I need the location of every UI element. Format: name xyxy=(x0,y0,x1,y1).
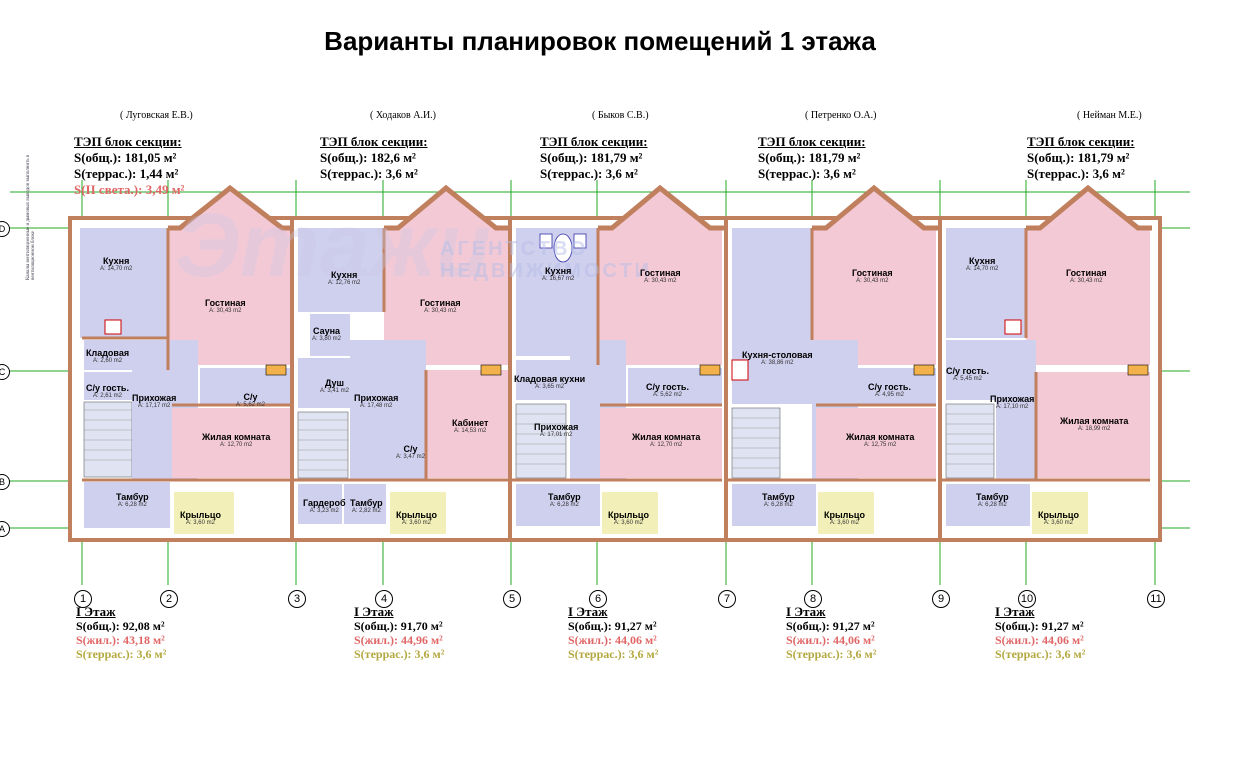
page-title: Варианты планировок помещений 1 этажа xyxy=(324,26,876,56)
section-5-plan xyxy=(938,184,1162,542)
axis-number-5: 5 xyxy=(503,590,521,608)
room-label: С/у гость.A: 4,95 m2 xyxy=(868,382,911,398)
section-4-plan xyxy=(724,184,942,542)
floor-summary-4: I Этаж S(общ.): 91,27 м² S(жил.): 44,06 … xyxy=(786,604,877,662)
axis-number-11: 11 xyxy=(1147,590,1165,608)
section-1-plan xyxy=(68,184,296,542)
floor-summary-3: I Этаж S(общ.): 91,27 м² S(жил.): 44,06 … xyxy=(568,604,659,662)
room-label: С/у гость.A: 2,61 m2 xyxy=(86,383,129,399)
floor-summary-5: I Этаж S(общ.): 91,27 м² S(жил.): 44,06 … xyxy=(995,604,1086,662)
owner-2: ( Ходаков А.И.) xyxy=(370,110,437,121)
floor-summary-2: I Этаж S(общ.): 91,70 м² S(жил.): 44,96 … xyxy=(354,604,445,662)
tep-block-5: ТЭП блок секции: S(общ.): 181,79 м² S(те… xyxy=(1027,134,1135,181)
axis-number-3: 3 xyxy=(288,590,306,608)
section-3-plan xyxy=(508,184,728,542)
owner-1: ( Луговская Е.В.) xyxy=(120,110,193,121)
tep-block-3: ТЭП блок секции: S(общ.): 181,79 м² S(те… xyxy=(540,134,648,181)
axis-number-9: 9 xyxy=(932,590,950,608)
floor-summary-1: I Этаж S(общ.): 92,08 м² S(жил.): 43,18 … xyxy=(76,604,167,662)
tep-block-4: ТЭП блок секции: S(общ.): 181,79 м² S(те… xyxy=(758,134,866,181)
axis-number-7: 7 xyxy=(718,590,736,608)
tep-block-1: ТЭП блок секции: S(общ.): 181,05 м² S(те… xyxy=(74,134,185,197)
axis-number-8: 8 xyxy=(804,590,822,608)
watermark-logo: Этажи xyxy=(175,196,492,296)
axis-number-4: 4 xyxy=(375,590,393,608)
section-2-plan xyxy=(290,184,512,542)
room-label: С/у гость.A: 5,45 m2 xyxy=(946,366,989,382)
owner-4: ( Петренко О.А.) xyxy=(805,110,877,121)
axis-number-2: 2 xyxy=(160,590,178,608)
tep-block-2: ТЭП блок секции: S(общ.): 182,6 м² S(тер… xyxy=(320,134,428,181)
axis-number-6: 6 xyxy=(589,590,607,608)
owner-3: ( Быков С.В.) xyxy=(592,110,649,121)
axis-number-10: 10 xyxy=(1018,590,1036,608)
side-note: Каналы вентиляционные и дымовых выводов … xyxy=(26,154,36,280)
owner-5: ( Нейман М.Е.) xyxy=(1077,110,1142,121)
room-label: С/у гость.A: 5,62 m2 xyxy=(646,382,689,398)
axis-number-1: 1 xyxy=(74,590,92,608)
